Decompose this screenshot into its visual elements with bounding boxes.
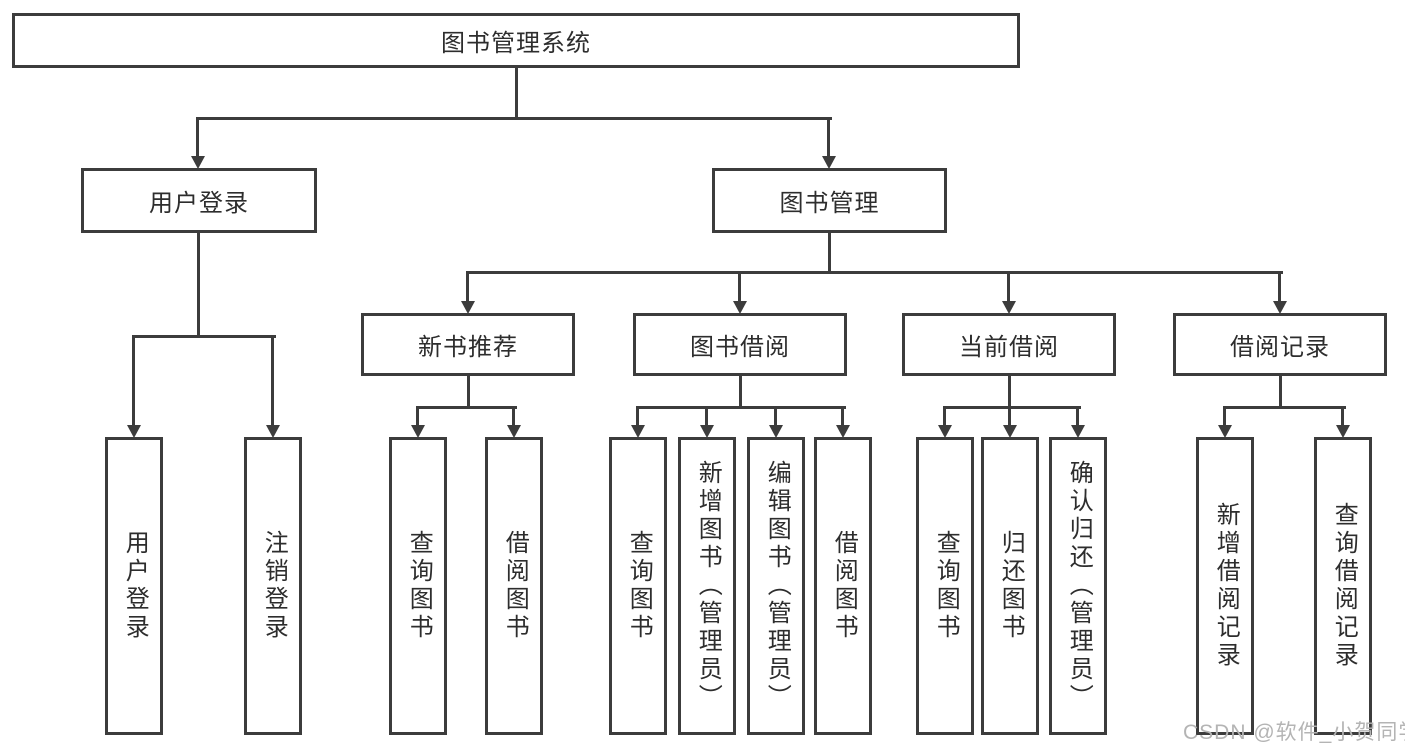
leaf-borrow-book-borrow: 借阅图书 — [814, 437, 872, 735]
arrow-down-record-add — [1218, 406, 1232, 438]
arrow-down-to-borrow-record — [1273, 271, 1287, 314]
connector-login-stub — [197, 233, 200, 338]
arrow-down-to-current-borrow — [1002, 271, 1016, 314]
connector-record-split — [1224, 406, 1346, 409]
node-new-book-recommend: 新书推荐 — [361, 313, 575, 376]
node-root-library-system: 图书管理系统 — [12, 13, 1020, 68]
leaf-query-book-newbook: 查询图书 — [389, 437, 447, 735]
arrow-down-borrow-query — [631, 406, 645, 438]
node-borrow-record: 借阅记录 — [1173, 313, 1387, 376]
leaf-user-login: 用户登录 — [105, 437, 163, 735]
arrow-down-to-leaf-user-login — [127, 335, 141, 438]
connector-newbook-stub — [467, 374, 470, 409]
leaf-edit-book-admin-label: 编辑图书（管理员） — [763, 460, 791, 712]
connector-login-split — [133, 335, 276, 338]
leaf-logout-label: 注销登录 — [260, 530, 288, 642]
leaf-add-book-admin-label: 新增图书（管理员） — [694, 460, 722, 712]
leaf-query-book-current-label: 查询图书 — [932, 530, 960, 642]
arrow-down-current-query — [938, 406, 952, 438]
leaf-add-borrow-record: 新增借阅记录 — [1196, 437, 1254, 735]
leaf-return-book: 归还图书 — [981, 437, 1039, 735]
leaf-borrow-book-borrow-label: 借阅图书 — [830, 530, 858, 642]
arrow-down-current-confirm — [1071, 406, 1085, 438]
leaf-confirm-return-admin: 确认归还（管理员） — [1049, 437, 1107, 735]
node-book-management: 图书管理 — [712, 168, 947, 233]
arrow-down-borrow-borrow — [836, 406, 850, 438]
node-book-borrow: 图书借阅 — [633, 313, 847, 376]
node-user-login: 用户登录 — [81, 168, 317, 233]
connector-current-stub — [1008, 374, 1011, 409]
connector-mgmt-stub — [828, 233, 831, 274]
leaf-query-book-newbook-label: 查询图书 — [405, 530, 433, 642]
node-borrow-record-label: 借阅记录 — [1230, 334, 1330, 361]
connector-record-stub — [1279, 374, 1282, 409]
leaf-edit-book-admin: 编辑图书（管理员） — [747, 437, 805, 735]
arrow-down-to-new-book-recommend — [461, 271, 475, 314]
leaf-confirm-return-admin-label: 确认归还（管理员） — [1065, 460, 1093, 712]
leaf-add-book-admin: 新增图书（管理员） — [678, 437, 736, 735]
arrow-down-record-query — [1336, 406, 1350, 438]
leaf-query-book-borrow: 查询图书 — [609, 437, 667, 735]
leaf-borrow-book-newbook-label: 借阅图书 — [501, 530, 529, 642]
node-current-borrow-label: 当前借阅 — [959, 334, 1059, 361]
connector-current-split — [944, 406, 1081, 409]
connector-root-stub — [515, 68, 518, 120]
csdn-watermark: CSDN @软件_小贺同学 — [1183, 721, 1405, 744]
connector-borrow-stub — [739, 374, 742, 409]
node-current-borrow: 当前借阅 — [902, 313, 1116, 376]
arrow-down-to-book-borrow — [733, 271, 747, 314]
leaf-user-login-label: 用户登录 — [121, 530, 149, 642]
leaf-add-borrow-record-label: 新增借阅记录 — [1212, 502, 1240, 670]
arrow-down-to-user-login — [191, 117, 205, 169]
leaf-query-borrow-record: 查询借阅记录 — [1314, 437, 1372, 735]
arrow-down-to-book-management — [822, 117, 836, 169]
leaf-query-book-borrow-label: 查询图书 — [625, 530, 653, 642]
leaf-borrow-book-newbook: 借阅图书 — [485, 437, 543, 735]
leaf-query-borrow-record-label: 查询借阅记录 — [1330, 502, 1358, 670]
arrow-down-newbook-query — [411, 406, 425, 438]
connector-newbook-split — [417, 406, 517, 409]
arrow-down-current-return — [1003, 406, 1017, 438]
arrow-down-borrow-edit — [769, 406, 783, 438]
connector-mgmt-split — [467, 271, 1283, 274]
node-book-borrow-label: 图书借阅 — [690, 334, 790, 361]
arrow-down-newbook-borrow — [507, 406, 521, 438]
node-new-book-recommend-label: 新书推荐 — [418, 334, 518, 361]
leaf-logout: 注销登录 — [244, 437, 302, 735]
arrow-down-borrow-add — [700, 406, 714, 438]
arrow-down-to-leaf-logout — [266, 335, 280, 438]
node-user-login-label: 用户登录 — [149, 190, 249, 217]
leaf-query-book-current: 查询图书 — [916, 437, 974, 735]
node-root-label: 图书管理系统 — [441, 30, 591, 57]
connector-borrow-split — [637, 406, 846, 409]
connector-root-split — [197, 117, 832, 120]
leaf-return-book-label: 归还图书 — [997, 530, 1025, 642]
node-book-management-label: 图书管理 — [779, 190, 880, 217]
